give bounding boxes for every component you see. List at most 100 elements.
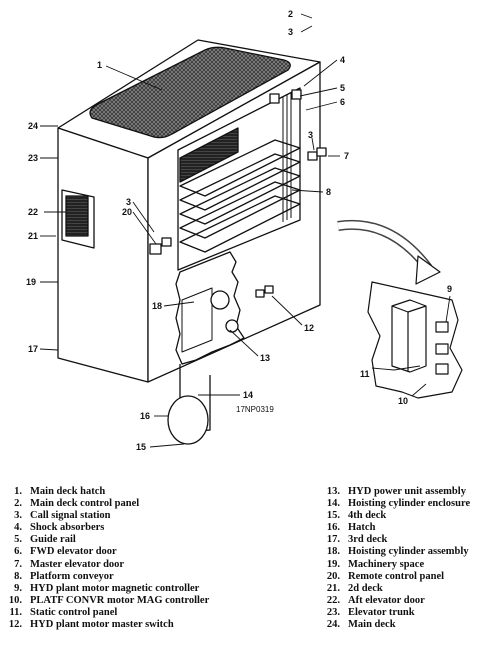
legend-text: Hoisting cylinder enclosure <box>348 498 471 510</box>
legend-number: 12. <box>8 619 22 631</box>
legend-item: 19.Machinery space <box>318 559 470 571</box>
legend-text: Guide rail <box>30 534 76 546</box>
legend-number: 4. <box>14 522 22 534</box>
callout-11: 11 <box>360 369 370 379</box>
legend-text: Hatch <box>348 522 376 534</box>
callout-3c: 3 <box>126 197 131 207</box>
legend-item: 14. Hoisting cylinder enclosure <box>318 498 470 510</box>
legend-left-column: 1. Main deck hatch 2. Main deck control pan… <box>0 486 209 631</box>
legend-item: 12. HYD plant motor master switch <box>0 619 209 631</box>
callout-10: 10 <box>398 396 408 406</box>
legend-number: 15. <box>326 510 340 522</box>
legend-number: 16. <box>326 522 340 534</box>
legend-text: 4th deck <box>348 510 387 522</box>
legend-text: Hoisting cylinder assembly <box>348 546 469 558</box>
legend-number: 6. <box>14 546 22 558</box>
elevator-diagram: 1 2 3 4 5 6 7 3 8 3 20 22 21 19 18 12 13… <box>26 9 463 452</box>
legend-text: Main deck <box>348 619 396 631</box>
legend-number: 22. <box>326 594 340 606</box>
legend-item: 17. 3rd deck <box>318 534 470 546</box>
callout-3: 3 <box>288 27 293 37</box>
legend-text: 2d deck <box>348 582 383 594</box>
machinery-space-inset <box>337 220 463 399</box>
callout-18: 18 <box>152 301 162 311</box>
legend-item: 1. Main deck hatch <box>0 486 209 498</box>
legend-number: 17. <box>326 534 340 546</box>
legend-item: 23. Elevator trunk <box>318 607 470 619</box>
legend-item: 3. Call signal station <box>0 510 209 522</box>
legend-text: Main deck hatch <box>30 486 106 497</box>
legend-number: 18. <box>326 546 340 558</box>
callout-16: 16 <box>140 411 150 421</box>
legend-number: 3. <box>14 510 22 522</box>
legend-number: 21. <box>326 582 340 594</box>
callout-13: 13 <box>260 353 270 363</box>
callout-7: 7 <box>344 151 349 161</box>
main-deck-hatch <box>89 46 291 139</box>
legend-text: Elevator trunk <box>348 606 415 618</box>
legend-text: Shock absorbers <box>30 522 105 534</box>
callout-9: 9 <box>447 284 452 294</box>
legend-item: 13. HYD power unit assembly <box>318 486 470 498</box>
legend-item: 2. Main deck control panel <box>0 498 209 510</box>
callout-1: 1 <box>97 60 102 70</box>
legend-number: 8. <box>14 570 22 582</box>
legend-number: 24. <box>326 619 340 631</box>
legend-number: 11. <box>9 606 22 618</box>
callout-23: 23 <box>28 153 38 163</box>
legend-item: 15. 4th deck <box>318 510 470 522</box>
callout-14: 14 <box>243 390 253 400</box>
legend-text: Main deck control panel <box>30 498 140 510</box>
legend-item: 4. Shock absorbers <box>0 522 209 534</box>
legend-text: 3rd deck <box>348 534 388 546</box>
callout-6: 6 <box>340 97 345 107</box>
callout-19: 19 <box>26 277 36 287</box>
legend-number: 5. <box>14 534 22 546</box>
legend-text: PLATF CONVR motor MAG controller <box>30 594 210 606</box>
callout-15: 15 <box>136 442 146 452</box>
legend-text: HYD plant motor magnetic controller <box>30 582 200 594</box>
legend-item: 16. Hatch <box>318 522 470 534</box>
callout-24: 24 <box>28 121 38 131</box>
legend-text: Static control panel <box>30 606 118 618</box>
callout-20: 20 <box>122 207 132 217</box>
legend-number: 1. <box>14 486 22 497</box>
legend-item: 7.Master elevator door <box>0 559 209 571</box>
legend-text: HYD power unit assembly <box>348 486 466 497</box>
legend-text: Call signal station <box>30 510 111 522</box>
legend-item: 18. Hoisting cylinder assembly <box>318 546 470 558</box>
legend-number: 23. <box>326 606 340 618</box>
legend-number: 7. <box>14 558 22 570</box>
legend-number: 2. <box>14 498 22 510</box>
legend-number: 20. <box>326 570 340 582</box>
legend-text: Platform conveyor <box>30 570 114 582</box>
legend-text: Machinery space <box>348 558 425 570</box>
legend-number: 14. <box>326 498 340 510</box>
callout-17: 17 <box>28 344 38 354</box>
legend-item: 22. Aft elevator door <box>318 595 470 607</box>
legend-item: 20. Remote control panel <box>318 571 470 583</box>
callout-4: 4 <box>340 55 345 65</box>
callout-labels: 1 2 3 4 5 6 7 3 8 3 20 22 21 19 18 12 13… <box>26 9 452 452</box>
legend-text: HYD plant motor master switch <box>30 619 174 631</box>
legend-item: 10. PLATF CONVR motor MAG controller <box>0 595 209 607</box>
legend-text: Remote control panel <box>348 570 445 582</box>
callout-3b: 3 <box>308 130 313 140</box>
legend-number: 10. <box>8 594 22 606</box>
legend-item: 11. Static control panel <box>0 607 209 619</box>
legend-text: Aft elevator door <box>348 594 425 606</box>
legend-item: 21. 2d deck <box>318 583 470 595</box>
leader-lines <box>39 13 451 448</box>
legend-number: 13. <box>326 486 340 497</box>
legend-item: 9.HYD plant motor magnetic controller <box>0 583 209 595</box>
legend-item: 5. Guide rail <box>0 534 209 546</box>
callout-2: 2 <box>288 9 293 19</box>
legend-text: FWD elevator door <box>30 546 117 558</box>
legend-right-column: 13. HYD power unit assembly 14. Hoisting cy… <box>318 486 470 631</box>
callout-21: 21 <box>28 231 38 241</box>
callout-22: 22 <box>28 207 38 217</box>
figure-id: 17NP0319 <box>236 405 274 414</box>
aft-elevator-door <box>65 195 89 237</box>
callout-5: 5 <box>340 83 345 93</box>
callout-12: 12 <box>304 323 314 333</box>
